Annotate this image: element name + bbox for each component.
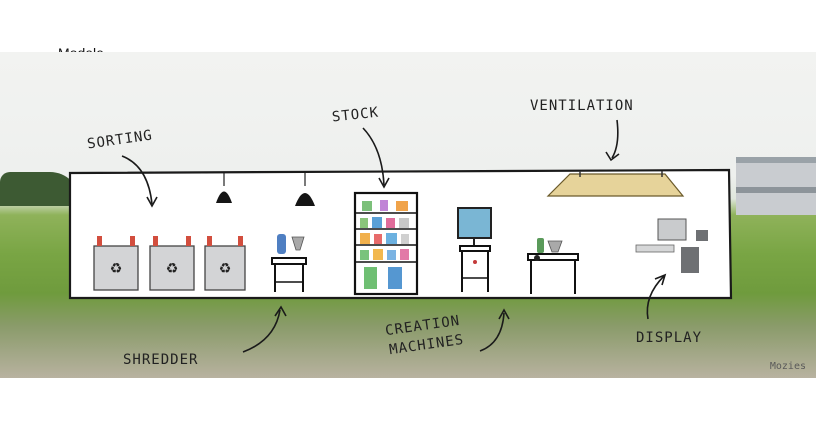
display-wall <box>635 218 708 273</box>
recycle-icon: ♻ <box>219 260 232 276</box>
sorting-bin: ♻ <box>204 236 246 291</box>
label-display: DISPLAY <box>636 330 703 346</box>
tree-line <box>0 172 80 206</box>
creation-machine-table <box>527 238 579 294</box>
barn-stripe <box>736 187 816 193</box>
shredder-machine <box>271 234 307 292</box>
ventilation-hood <box>546 173 685 197</box>
recycle-icon: ♻ <box>166 260 179 276</box>
artist-signature: Mozies <box>769 361 806 372</box>
arrow-icon <box>121 119 667 353</box>
sorting-bin: ♻ <box>149 236 195 291</box>
creation-machine-screen <box>457 207 492 292</box>
label-shredder: SHREDDER <box>123 352 199 368</box>
sorting-bin: ♻ <box>93 236 139 291</box>
recycle-icon: ♻ <box>110 260 123 276</box>
stock-shelf <box>353 191 419 296</box>
lamp-icon <box>295 173 315 206</box>
label-ventilation: VENTILATION <box>530 98 634 114</box>
lamp-icon <box>216 173 232 203</box>
barn-building <box>736 157 816 215</box>
